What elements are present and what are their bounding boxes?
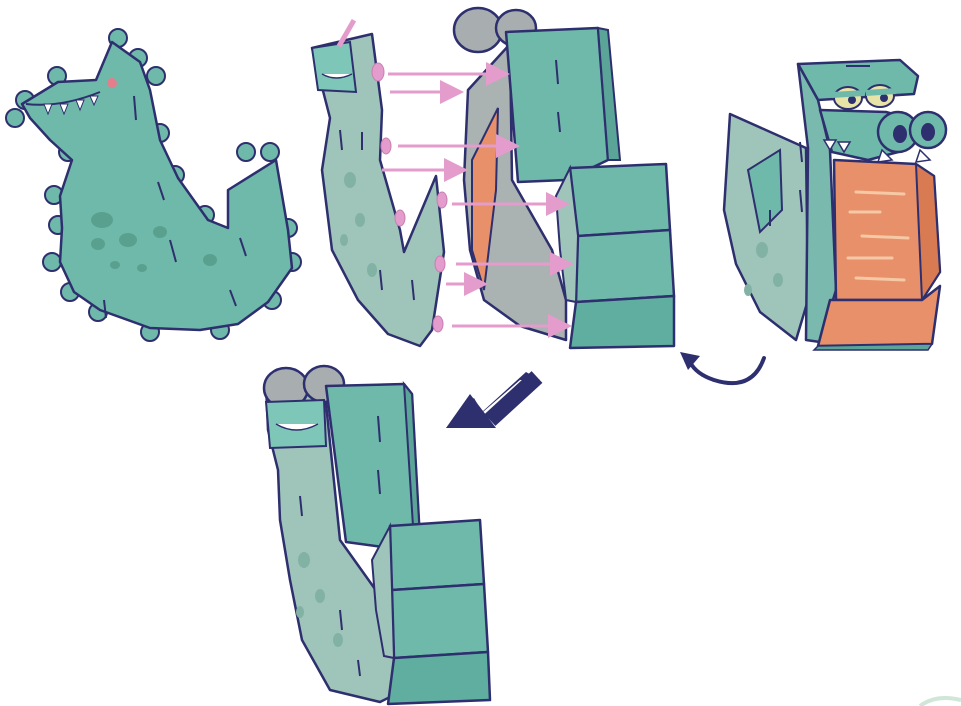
dragon-cutout-icon — [6, 29, 301, 341]
corner-watermark-mark — [920, 698, 961, 706]
dragon-folding-icon — [312, 8, 674, 348]
step-flat-cutout — [6, 29, 301, 341]
dragon-finished-icon — [724, 60, 946, 350]
curved-rotate-arrow-icon — [680, 352, 764, 383]
step-finished-front — [724, 60, 946, 350]
thick-down-left-arrow-icon — [446, 372, 540, 428]
step-fold-tabs — [312, 8, 674, 348]
